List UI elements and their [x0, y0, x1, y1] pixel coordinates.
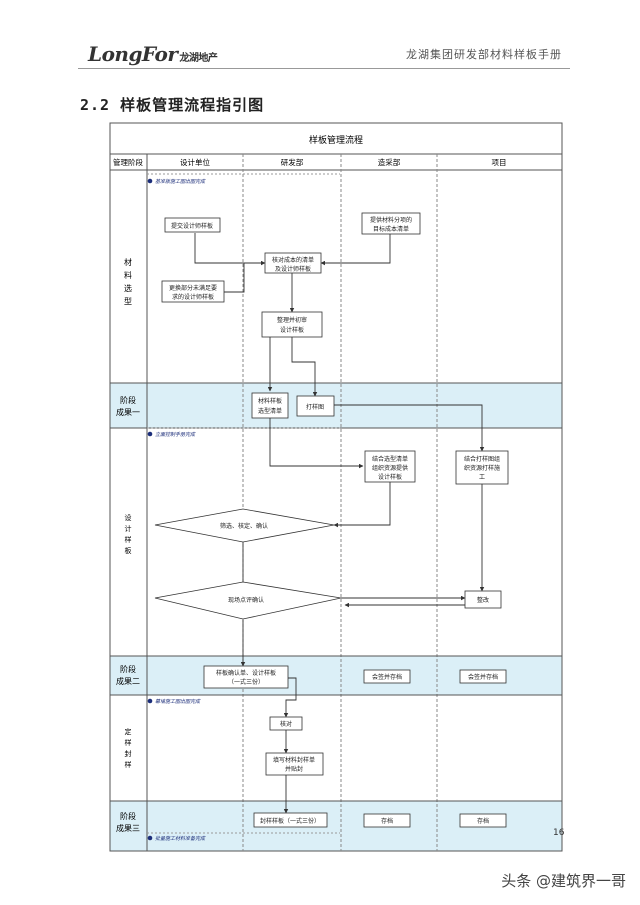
column-header-project: 项目 — [492, 158, 507, 167]
stage-label-result1: 成果一 — [116, 407, 140, 417]
box-label: 存档 — [381, 817, 393, 825]
box-label: （一式三份） — [228, 678, 264, 686]
flow-title: 样板管理流程 — [309, 134, 363, 146]
box-label: 整理并初审 — [277, 316, 307, 324]
stage-label-design: 样 — [125, 535, 132, 544]
milestone-label: 立面控制手册完成 — [155, 431, 196, 438]
box-label: 并贴封 — [285, 765, 303, 773]
box-combine-drawing — [455, 450, 509, 485]
stage-label-material: 选 — [124, 283, 132, 293]
stage-label-design: 设 — [125, 513, 132, 522]
box-provide-cost-list — [361, 212, 421, 235]
box-archive-project — [459, 813, 507, 828]
box-material-list — [251, 392, 289, 419]
column-header-stage: 管理阶段 — [113, 157, 143, 167]
milestone-dot — [147, 698, 153, 704]
stage-label-design: 板 — [125, 546, 132, 555]
box-submit-sample — [164, 217, 221, 233]
box-label: 设计样板 — [378, 473, 402, 481]
box-label: 样板确认单、设计样板 — [216, 669, 276, 677]
box-seal-sample — [253, 812, 328, 828]
box-label: 工 — [479, 474, 485, 481]
box-label: 设计样板 — [280, 326, 304, 334]
stage-label-result2: 阶段 — [120, 664, 136, 674]
column-header-procurement: 造采部 — [378, 157, 401, 167]
box-label: 及设计师样板 — [275, 265, 311, 273]
box-label: 存档 — [477, 817, 489, 825]
box-label: 结合选型清单 — [372, 455, 408, 463]
stage-label-result3: 阶段 — [120, 811, 136, 821]
logo-cn-text: 龙湖地产 — [179, 53, 218, 64]
milestone-label: 基准版施工图出图完成 — [155, 178, 206, 185]
box-label: 结合打样图组 — [464, 455, 500, 463]
column-header-rnd: 研发部 — [281, 157, 304, 167]
header-divider — [78, 68, 570, 69]
stage-label-seal: 定 — [125, 727, 132, 736]
stage-band-result1 — [110, 383, 562, 428]
box-fill-seal — [265, 752, 324, 776]
stage-label-seal: 封 — [125, 749, 132, 758]
milestone-label: 幕墙施工图出图完成 — [155, 698, 201, 705]
decision-confirm — [154, 508, 335, 543]
connectors — [194, 233, 485, 814]
box-label: 材料样板 — [258, 397, 282, 405]
section-title: 2.2 样板管理流程指引图 — [80, 96, 265, 114]
box-combine-list — [364, 450, 416, 483]
box-label: 会签并存档 — [468, 673, 498, 681]
box-label: 更换部分未满足要 — [169, 284, 217, 292]
document-title: 龙湖集团研发部材料样板手册 — [406, 48, 562, 61]
logo-text: LongFor — [88, 42, 178, 66]
decision-label: 现场点评确认 — [228, 596, 264, 604]
stage-label-material: 料 — [124, 270, 132, 280]
box-cosign-project — [459, 669, 507, 684]
page-number: 16 — [553, 828, 565, 838]
milestone-dot — [147, 178, 153, 184]
box-label: 组织资源提供 — [372, 464, 408, 472]
box-label: 选型清单 — [258, 407, 282, 415]
column-header-design-unit: 设计单位 — [180, 157, 210, 167]
box-label: 核对 — [280, 720, 292, 728]
box-label: 提供材料分项的 — [370, 216, 412, 224]
stage-label-design: 计 — [125, 524, 132, 533]
box-label: 提交设计师样板 — [171, 222, 213, 230]
box-label: 求的设计师样板 — [172, 293, 214, 301]
decision-label: 筛选、核定、确认 — [220, 522, 268, 530]
box-confirm-sheet — [203, 665, 289, 689]
milestone-label: 批量施工材料准备完成 — [155, 835, 206, 842]
box-label: 织资源打样施 — [464, 464, 500, 472]
box-label: 打样图 — [306, 403, 324, 411]
watermark: 头条 @建筑界一哥 — [501, 872, 626, 890]
box-replace-sample — [161, 280, 225, 303]
stage-label-seal: 样 — [125, 760, 132, 769]
box-organize-review — [261, 311, 323, 338]
stage-label-result3: 成果三 — [116, 823, 140, 833]
milestone-dot — [147, 431, 153, 437]
flow-frame — [109, 122, 563, 852]
box-label: 核对成本的清单 — [272, 256, 314, 264]
box-label: 整改 — [477, 596, 489, 604]
decision-site-review — [154, 581, 342, 620]
box-archive-procurement — [363, 813, 411, 828]
box-label: 填写材料封样单 — [273, 756, 315, 764]
stage-label-result1: 阶段 — [120, 395, 136, 405]
milestone-dot — [147, 835, 153, 841]
box-rectify — [464, 590, 502, 609]
box-check-list — [264, 252, 322, 274]
box-sample-drawing — [296, 395, 335, 417]
stage-label-seal: 样 — [125, 738, 132, 747]
stage-label-result2: 成果二 — [116, 676, 140, 686]
stage-label-material: 材 — [124, 257, 132, 267]
stage-label-material: 型 — [124, 297, 132, 306]
box-label: 封样样板（一式三份） — [260, 817, 320, 825]
box-verify — [269, 716, 303, 731]
box-cosign-procurement — [363, 669, 411, 684]
box-label: 会签并存档 — [372, 673, 402, 681]
box-label: 目标成本清单 — [373, 225, 409, 233]
